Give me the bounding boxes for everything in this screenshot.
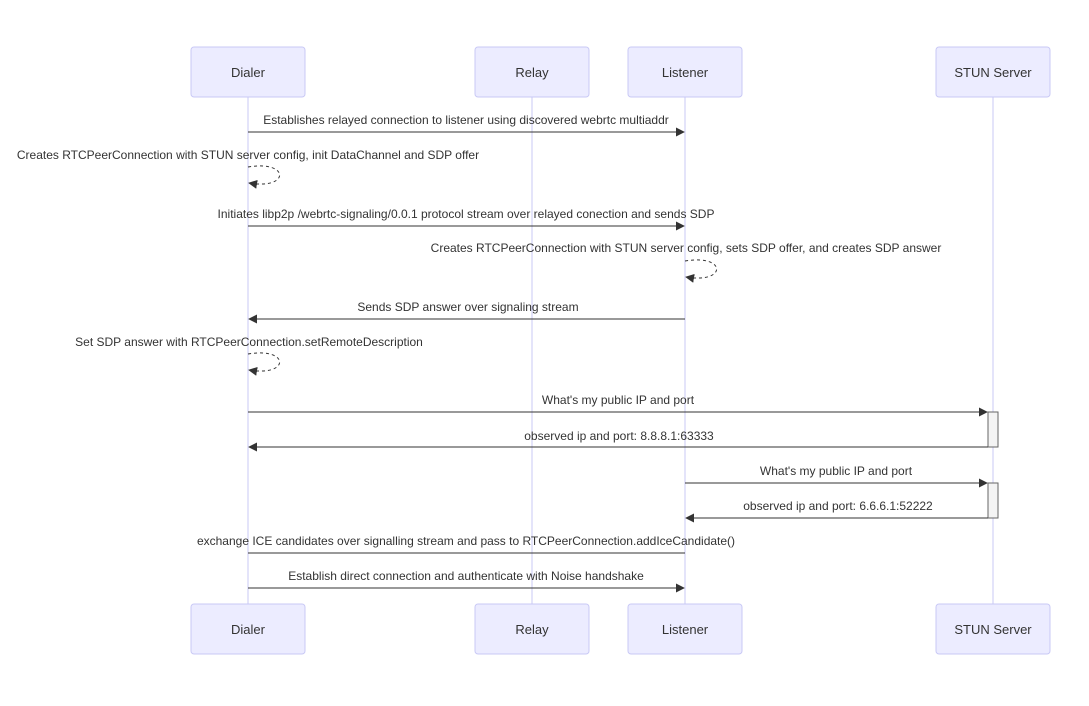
self-message-arrow (684, 259, 717, 283)
message-label: observed ip and port: 6.6.6.1:52222 (743, 499, 933, 513)
message-label: Creates RTCPeerConnection with STUN serv… (431, 241, 942, 255)
message-label: Establishes relayed connection to listen… (263, 113, 669, 127)
message-label: observed ip and port: 8.8.8.1:63333 (524, 429, 714, 443)
message-5: Sends SDP answer over signaling stream (248, 300, 685, 324)
message-2: Creates RTCPeerConnection with STUN serv… (17, 148, 479, 189)
message-label: What's my public IP and port (760, 464, 913, 478)
message-label: Creates RTCPeerConnection with STUN serv… (17, 148, 479, 162)
actor-label: Dialer (231, 65, 266, 80)
message-7: What's my public IP and port (248, 393, 988, 417)
actor-top-dialer: Dialer (190, 46, 306, 98)
message-6: Set SDP answer with RTCPeerConnection.se… (75, 335, 423, 376)
actor-bottom-stun-server: STUN Server (935, 603, 1051, 655)
actor-label: Listener (662, 622, 709, 637)
message-4: Creates RTCPeerConnection with STUN serv… (431, 241, 942, 283)
actor-label: Relay (515, 622, 549, 637)
actor-label: Listener (662, 65, 709, 80)
actor-bottom-dialer: Dialer (190, 603, 306, 655)
activation-bar-stun-2 (987, 482, 999, 519)
message-label: exchange ICE candidates over signalling … (197, 534, 735, 548)
actor-label: STUN Server (954, 65, 1032, 80)
message-label: What's my public IP and port (542, 393, 695, 407)
message-12: Establish direct connection and authenti… (248, 569, 685, 593)
actor-label: Relay (515, 65, 549, 80)
actor-top-stun-server: STUN Server (935, 46, 1051, 98)
message-3: Initiates libp2p /webrtc-signaling/0.0.1… (218, 207, 715, 231)
actor-bottom-listener: Listener (627, 603, 743, 655)
message-11: exchange ICE candidates over signalling … (197, 534, 735, 554)
actor-top-listener: Listener (627, 46, 743, 98)
message-9: What's my public IP and port (685, 464, 988, 488)
message-1: Establishes relayed connection to listen… (248, 113, 685, 137)
actor-label: STUN Server (954, 622, 1032, 637)
message-label: Set SDP answer with RTCPeerConnection.se… (75, 335, 423, 349)
self-message-arrow (247, 352, 280, 376)
actor-label: Dialer (231, 622, 266, 637)
message-10: observed ip and port: 6.6.6.1:52222 (685, 499, 988, 523)
self-message-arrow (247, 165, 280, 189)
message-label: Initiates libp2p /webrtc-signaling/0.0.1… (218, 207, 715, 221)
actor-bottom-relay: Relay (474, 603, 590, 655)
message-8: observed ip and port: 8.8.8.1:63333 (248, 429, 988, 452)
activation-bar-stun-1 (987, 411, 999, 448)
message-label: Sends SDP answer over signaling stream (357, 300, 578, 314)
actor-top-relay: Relay (474, 46, 590, 98)
message-label: Establish direct connection and authenti… (288, 569, 644, 583)
